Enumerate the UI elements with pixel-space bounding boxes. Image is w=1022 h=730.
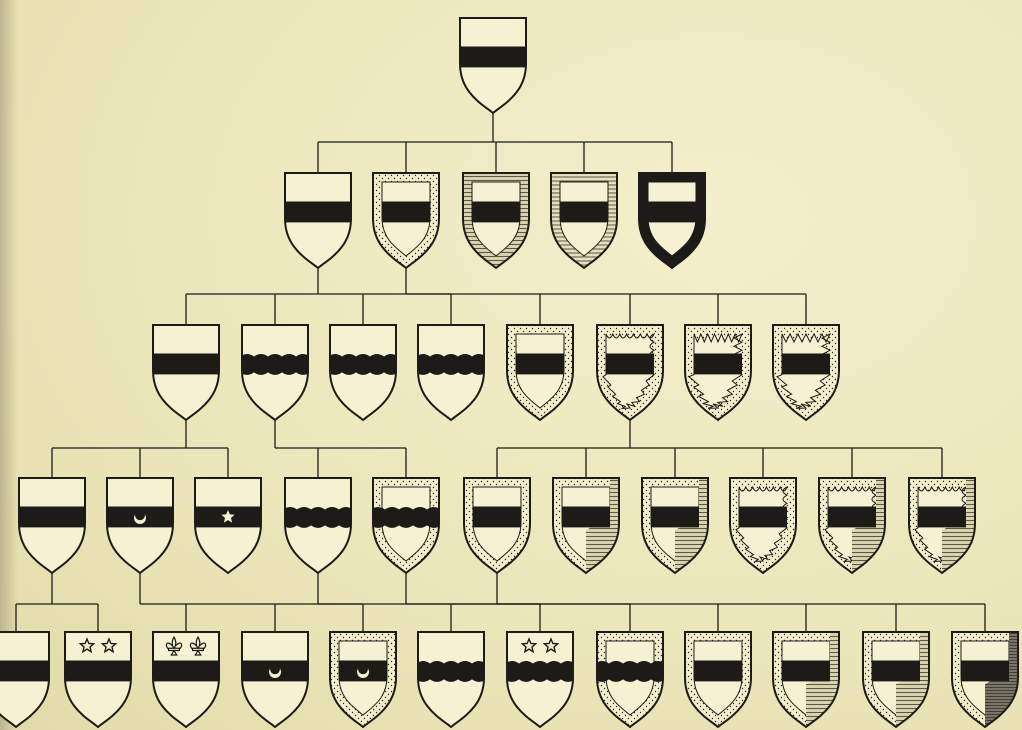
shield-d2 xyxy=(107,478,173,573)
wavy-bar xyxy=(240,354,310,375)
bar-ordinary xyxy=(694,354,742,375)
shield-d3 xyxy=(195,478,261,573)
bar-ordinary xyxy=(782,354,830,375)
shield-d9 xyxy=(730,478,796,573)
bar-ordinary xyxy=(694,661,742,682)
border-hatch xyxy=(920,632,929,689)
shield-c1 xyxy=(153,325,219,420)
shield-c8 xyxy=(773,325,839,420)
bar-ordinary xyxy=(460,47,526,68)
bar-ordinary xyxy=(153,354,219,375)
wavy-bar xyxy=(416,661,486,682)
bar-ordinary xyxy=(648,202,696,223)
bar-ordinary xyxy=(153,661,219,682)
shield-e1 xyxy=(0,632,49,727)
wavy-bar xyxy=(595,661,665,682)
shield-a xyxy=(460,18,526,113)
bar-ordinary xyxy=(19,507,85,528)
shield-e10 xyxy=(773,632,839,727)
bar-ordinary xyxy=(739,507,787,528)
wavy-bar xyxy=(505,661,575,682)
shield-e4 xyxy=(242,632,308,727)
border-hatch xyxy=(1009,632,1018,689)
shield-c6 xyxy=(597,325,663,420)
shield-d4 xyxy=(283,478,353,573)
bar-ordinary xyxy=(918,507,966,528)
wavy-bar xyxy=(328,354,398,375)
bar-ordinary xyxy=(65,661,131,682)
shield-e12 xyxy=(952,632,1018,727)
bar-ordinary xyxy=(562,507,610,528)
bar-ordinary xyxy=(828,507,876,528)
shield-c4 xyxy=(416,325,486,420)
shield-c3 xyxy=(328,325,398,420)
shield-d5 xyxy=(371,478,441,573)
bar-ordinary xyxy=(473,507,521,528)
bar-ordinary xyxy=(516,354,564,375)
shield-b5 xyxy=(639,173,705,268)
shield-b3 xyxy=(463,173,529,268)
border-hatch xyxy=(876,478,885,535)
shield-d1 xyxy=(19,478,85,573)
shield-c7 xyxy=(685,325,751,420)
bar-ordinary xyxy=(0,661,49,682)
shield-e6 xyxy=(416,632,486,727)
shield-b2 xyxy=(373,173,439,268)
shield-d8 xyxy=(642,478,708,573)
border-hatch xyxy=(830,632,839,689)
shield-e11 xyxy=(863,632,929,727)
bar-ordinary xyxy=(872,661,920,682)
shields-layer xyxy=(0,18,1018,727)
shield-d10 xyxy=(819,478,885,573)
wavy-bar xyxy=(371,507,441,528)
border-hatch xyxy=(610,478,619,535)
bar-ordinary xyxy=(782,661,830,682)
bar-ordinary xyxy=(651,507,699,528)
bar-ordinary xyxy=(961,661,1009,682)
wavy-bar xyxy=(416,354,486,375)
shield-e3 xyxy=(153,632,219,727)
bar-ordinary xyxy=(472,202,520,223)
shield-d6 xyxy=(464,478,530,573)
shield-e2 xyxy=(65,632,131,727)
shield-e5 xyxy=(330,632,396,727)
shield-e8 xyxy=(595,632,665,727)
bar-ordinary xyxy=(285,202,351,223)
shield-b4 xyxy=(551,173,617,268)
shield-e9 xyxy=(685,632,751,727)
bar-ordinary xyxy=(382,202,430,223)
border-hatch xyxy=(966,478,975,535)
border-hatch xyxy=(699,478,708,535)
shield-c5 xyxy=(507,325,573,420)
bar-ordinary xyxy=(560,202,608,223)
shield-b1 xyxy=(285,173,351,268)
shield-c2 xyxy=(240,325,310,420)
bar-ordinary xyxy=(606,354,654,375)
shield-d11 xyxy=(909,478,975,573)
wavy-bar xyxy=(283,507,353,528)
shield-e7 xyxy=(505,632,575,727)
shield-d7 xyxy=(553,478,619,573)
